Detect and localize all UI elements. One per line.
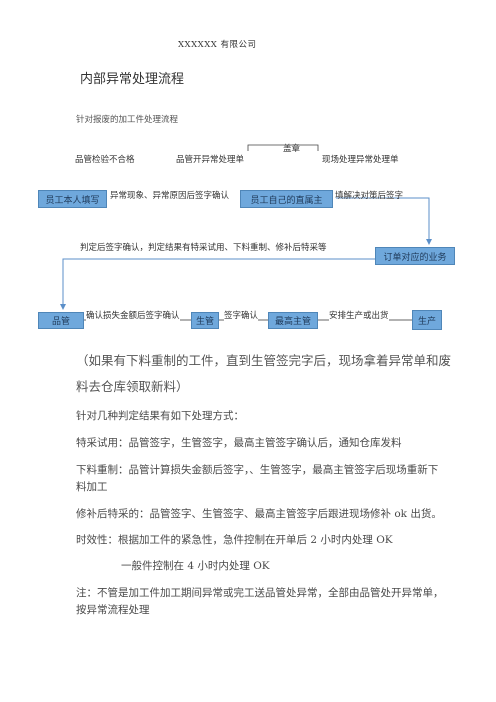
flow-subtitle: 针对报废的加工件处理流程	[76, 115, 179, 125]
rework-rule-line1: 下料重制：品管计算损失金额后签字，、生管签字，最高主管签字后现场重新下	[76, 464, 439, 476]
label-fill-solution: 填解决对策后签字	[335, 191, 404, 201]
stamp-label: 盖章	[283, 144, 301, 154]
box-qc: 品管	[38, 312, 84, 329]
label-judgement: 判定后签字确认，判定结果有特采试用、下料重制、修补后特采等	[80, 243, 327, 253]
box-production-supervisor: 生管	[191, 312, 219, 329]
page-title: 内部异常处理流程	[80, 72, 185, 87]
box-employee-fill: 员工本人填写	[38, 190, 107, 208]
judgement-intro: 针对几种判定结果有如下处理方式：	[76, 410, 244, 422]
rework-note-line1: （如果有下料重制的工件，直到生管签完字后，现场拿着异常单和废	[76, 353, 452, 368]
box-direct-supervisor: 员工自己的直属主	[240, 190, 333, 208]
flow-connectors	[60, 144, 432, 321]
box-production: 生产	[412, 310, 442, 330]
label-sign-reason: 异常现象、异常原因后签字确认	[110, 191, 230, 201]
special-use-rule: 特采试用：品管签字，生管签字，最高主管签字确认后，通知仓库发料	[76, 437, 402, 449]
box-top-supervisor: 最高主管	[268, 312, 318, 329]
label-sign-confirm: 签字确认	[224, 309, 259, 321]
repair-rule: 修补后特采的：品管签字、生管签字、最高主管签字后跟进现场修补 ok 出货。	[76, 508, 442, 520]
label-arrange-production: 安排生产或出货	[329, 309, 389, 321]
qc-issue-report: 品管开异常处理单	[176, 155, 245, 165]
rework-note-line2: 料去仓库领取新料）	[76, 379, 189, 394]
connector-to-order-business	[336, 197, 432, 245]
onsite-handle-report: 现场处理异常处理单	[322, 155, 399, 165]
general-item-rule: 一般件控制在 4 小时内处理 OK	[121, 560, 270, 572]
remark-line2: 按异常流程处理	[76, 604, 150, 616]
rework-rule-line2: 料加工	[76, 481, 108, 493]
remark-line1: 注：不管是加工件加工期间异常或完工送品管处异常，全部由品管处开异常单，	[76, 587, 444, 599]
company-name: XXXXXX 有限公司	[178, 40, 257, 50]
stamp-bracket	[247, 144, 319, 151]
box-order-business: 订单对应的业务	[375, 247, 455, 265]
label-confirm-loss: 确认损失金额后签字确认	[86, 309, 180, 321]
qc-inspection-fail: 品管检验不合格	[75, 155, 135, 165]
connector-to-qc	[60, 258, 375, 310]
timeliness-rule: 时效性：根据加工件的紧急性，急件控制在开单后 2 小时内处理 OK	[76, 534, 393, 546]
